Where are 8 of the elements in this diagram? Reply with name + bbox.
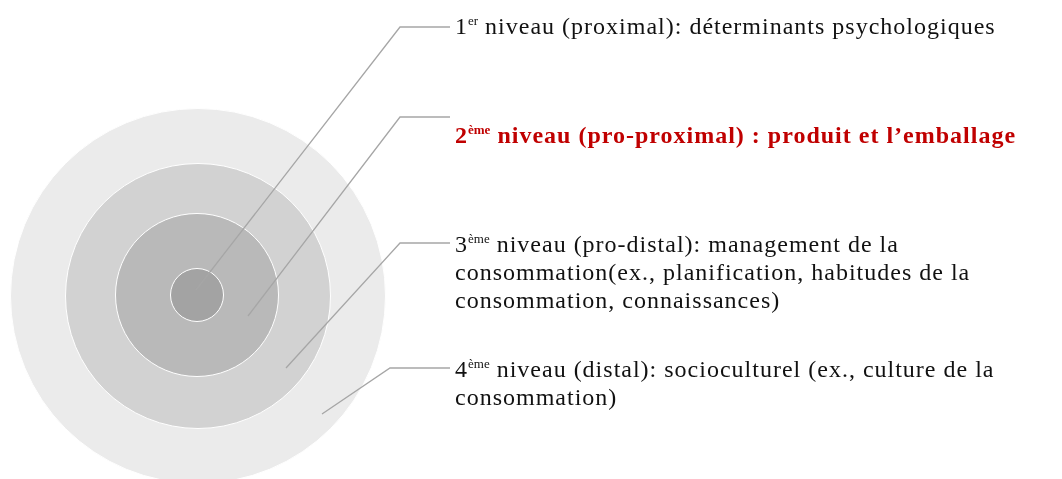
level-text: 2$^{ème}$ niveau (pro-proximal) : produit et l’emballage: [455, 121, 1062, 149]
level-text: 4$^{ème}$ niveau (distal): socioculturel (ex., culture de la consommation): [455, 355, 1045, 411]
leader-line: [247, 116, 451, 317]
center-circle: [169, 267, 224, 322]
level-text: 3$^{ème}$ niveau (pro-distal): management de la consommation(ex., planification, habitudes de la consommation, connaissances): [455, 230, 1015, 314]
leader-line: [285, 242, 451, 369]
level-text: 1$^{er}$ niveau (proximal): déterminants psychologiques: [455, 12, 1055, 40]
leader-line: [321, 367, 451, 415]
